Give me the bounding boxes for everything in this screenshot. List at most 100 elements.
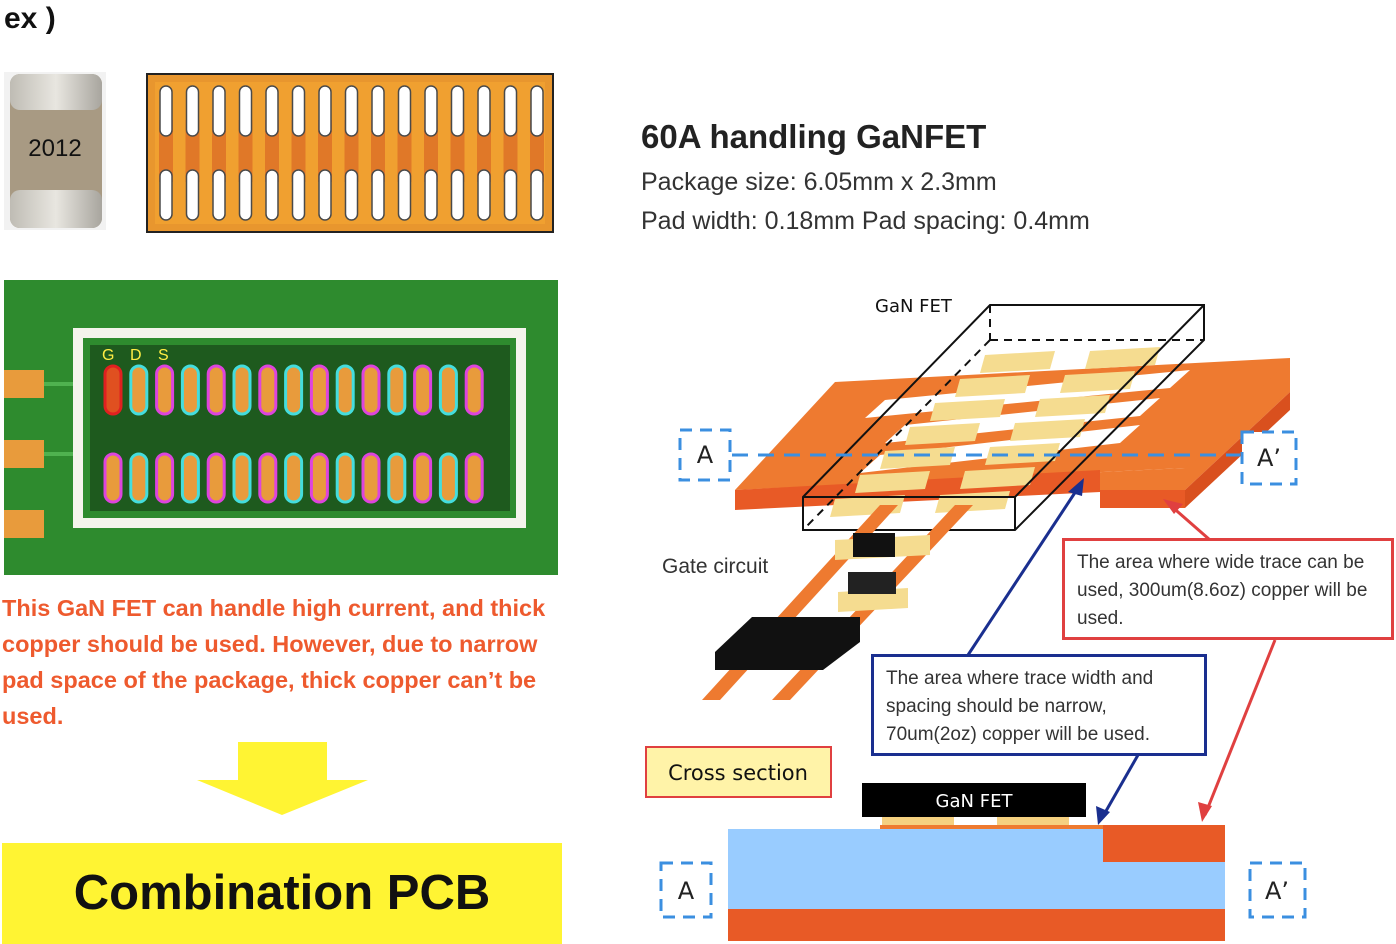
cs-fet-body bbox=[862, 783, 1086, 817]
iso-pad-right bbox=[960, 467, 1035, 489]
cs-marker-a: A bbox=[678, 877, 695, 905]
capacitor-label: 2012 bbox=[28, 135, 81, 162]
pcb-footprint-photo: G D S bbox=[4, 280, 558, 575]
cross-section-label-box bbox=[645, 746, 832, 798]
footprint-pad-top bbox=[335, 364, 355, 416]
footprint-pad-top bbox=[284, 364, 304, 416]
package-pad-top bbox=[397, 85, 412, 137]
footprint-pad-top bbox=[413, 364, 433, 416]
footprint-pad-bottom bbox=[413, 452, 433, 504]
package-pad-bottom bbox=[212, 169, 226, 221]
cross-section: Cross section GaN FET A A’ bbox=[645, 746, 1307, 941]
package-pad-bottom bbox=[318, 169, 332, 221]
package-pad-top bbox=[450, 85, 465, 137]
cross-section-label: Cross section bbox=[668, 761, 808, 785]
spec-title: 60A handling GaNFET bbox=[641, 118, 987, 155]
down-arrow-icon bbox=[197, 742, 368, 815]
iso-pad-left bbox=[880, 447, 955, 469]
iso-pad-left bbox=[980, 351, 1055, 373]
iso-fet-label: GaN FET bbox=[875, 296, 953, 317]
marker-a-box bbox=[678, 428, 732, 482]
package-pad-top bbox=[530, 85, 544, 137]
package-pad-top bbox=[318, 85, 332, 137]
pad-label-d: D bbox=[130, 347, 142, 364]
footprint-pad-bottom bbox=[335, 452, 355, 504]
footprint-pad-bottom bbox=[438, 452, 458, 504]
footprint-pad-bottom bbox=[155, 452, 175, 504]
package-pad-bottom bbox=[159, 169, 173, 221]
package-pads bbox=[159, 85, 544, 221]
package-pad-top bbox=[265, 85, 279, 137]
footprint-pad-bottom bbox=[103, 452, 123, 504]
footprint-pad-bottom bbox=[180, 452, 200, 504]
footprint-pad-top bbox=[206, 364, 226, 416]
iso-pad-right bbox=[1010, 419, 1085, 441]
gate-driver-chip bbox=[715, 617, 860, 670]
package-pad-bottom bbox=[477, 169, 491, 221]
iso-pad-right bbox=[1035, 395, 1110, 417]
package-pad-top bbox=[371, 85, 385, 137]
combination-pcb-label: Combination PCB bbox=[73, 866, 491, 920]
package-pad-top bbox=[477, 85, 491, 137]
package-pad-top bbox=[344, 85, 359, 137]
iso-pad-right bbox=[1060, 371, 1135, 393]
footprint-pad-top bbox=[258, 364, 278, 416]
package-pad-bottom bbox=[185, 169, 200, 221]
pad-label-s: S bbox=[158, 347, 169, 364]
cs-bottom-copper bbox=[728, 909, 1225, 941]
cs-fet-label: GaN FET bbox=[936, 791, 1014, 812]
footprint-pad-bottom bbox=[206, 452, 226, 504]
narrow-trace-callout: The area where trace width and spacing s… bbox=[871, 654, 1207, 756]
iso-pad-left bbox=[905, 423, 980, 445]
footprint-pad-bottom bbox=[129, 452, 149, 504]
cs-thick-copper bbox=[1103, 825, 1225, 862]
footprint-pad-top bbox=[180, 364, 200, 416]
footprint-pad-bottom bbox=[387, 452, 407, 504]
capacitor-photo: 2012 bbox=[4, 72, 106, 230]
package-pad-bottom bbox=[291, 169, 306, 221]
footprint-pad-top bbox=[155, 364, 175, 416]
iso-pad-left bbox=[855, 471, 930, 493]
iso-fet-box bbox=[802, 304, 1205, 531]
iso-pad-right bbox=[1085, 347, 1160, 369]
package-pad-top bbox=[185, 85, 200, 137]
package-pad-bottom bbox=[450, 169, 465, 221]
wide-trace-callout: The area where wide trace can be used, 3… bbox=[1062, 538, 1394, 640]
footprint-pad-top bbox=[309, 364, 329, 416]
footprint-pad-bottom bbox=[284, 452, 304, 504]
package-pad-bottom bbox=[371, 169, 385, 221]
pad-label-g: G bbox=[102, 347, 114, 364]
package-pad-bottom bbox=[530, 169, 544, 221]
package-pad-top bbox=[212, 85, 226, 137]
callout-arrows bbox=[966, 478, 1277, 825]
footprint-pad-top bbox=[387, 364, 407, 416]
package-pad-top bbox=[424, 85, 438, 137]
gan-package-photo bbox=[146, 73, 554, 233]
marker-a-prime-label: A’ bbox=[1257, 444, 1281, 472]
page-heading: ex ) bbox=[4, 2, 56, 35]
footprint-pads bbox=[103, 364, 484, 504]
cs-marker-a-prime: A’ bbox=[1265, 877, 1289, 905]
footprint-pad-bottom bbox=[232, 452, 252, 504]
package-pad-bottom bbox=[424, 169, 438, 221]
iso-pad-left bbox=[930, 399, 1005, 421]
footprint-pad-top bbox=[464, 364, 484, 416]
package-pad-bottom bbox=[265, 169, 279, 221]
footprint-pad-bottom bbox=[309, 452, 329, 504]
iso-pad-left bbox=[955, 375, 1030, 397]
package-pad-bottom bbox=[503, 169, 518, 221]
package-pad-top bbox=[159, 85, 173, 137]
warning-text: This GaN FET can handle high current, an… bbox=[2, 595, 546, 729]
footprint-pad-top bbox=[361, 364, 381, 416]
package-pad-top bbox=[238, 85, 253, 137]
package-pad-bottom bbox=[397, 169, 412, 221]
package-pad-bottom bbox=[344, 169, 359, 221]
footprint-pad-top bbox=[103, 364, 123, 416]
gate-circuit-label: Gate circuit bbox=[662, 555, 768, 578]
marker-a-prime-box bbox=[1240, 430, 1298, 486]
footprint-pad-bottom bbox=[464, 452, 484, 504]
marker-a-label: A bbox=[697, 441, 714, 469]
combination-pcb-box: Combination PCB bbox=[2, 843, 562, 944]
footprint-pad-top bbox=[129, 364, 149, 416]
